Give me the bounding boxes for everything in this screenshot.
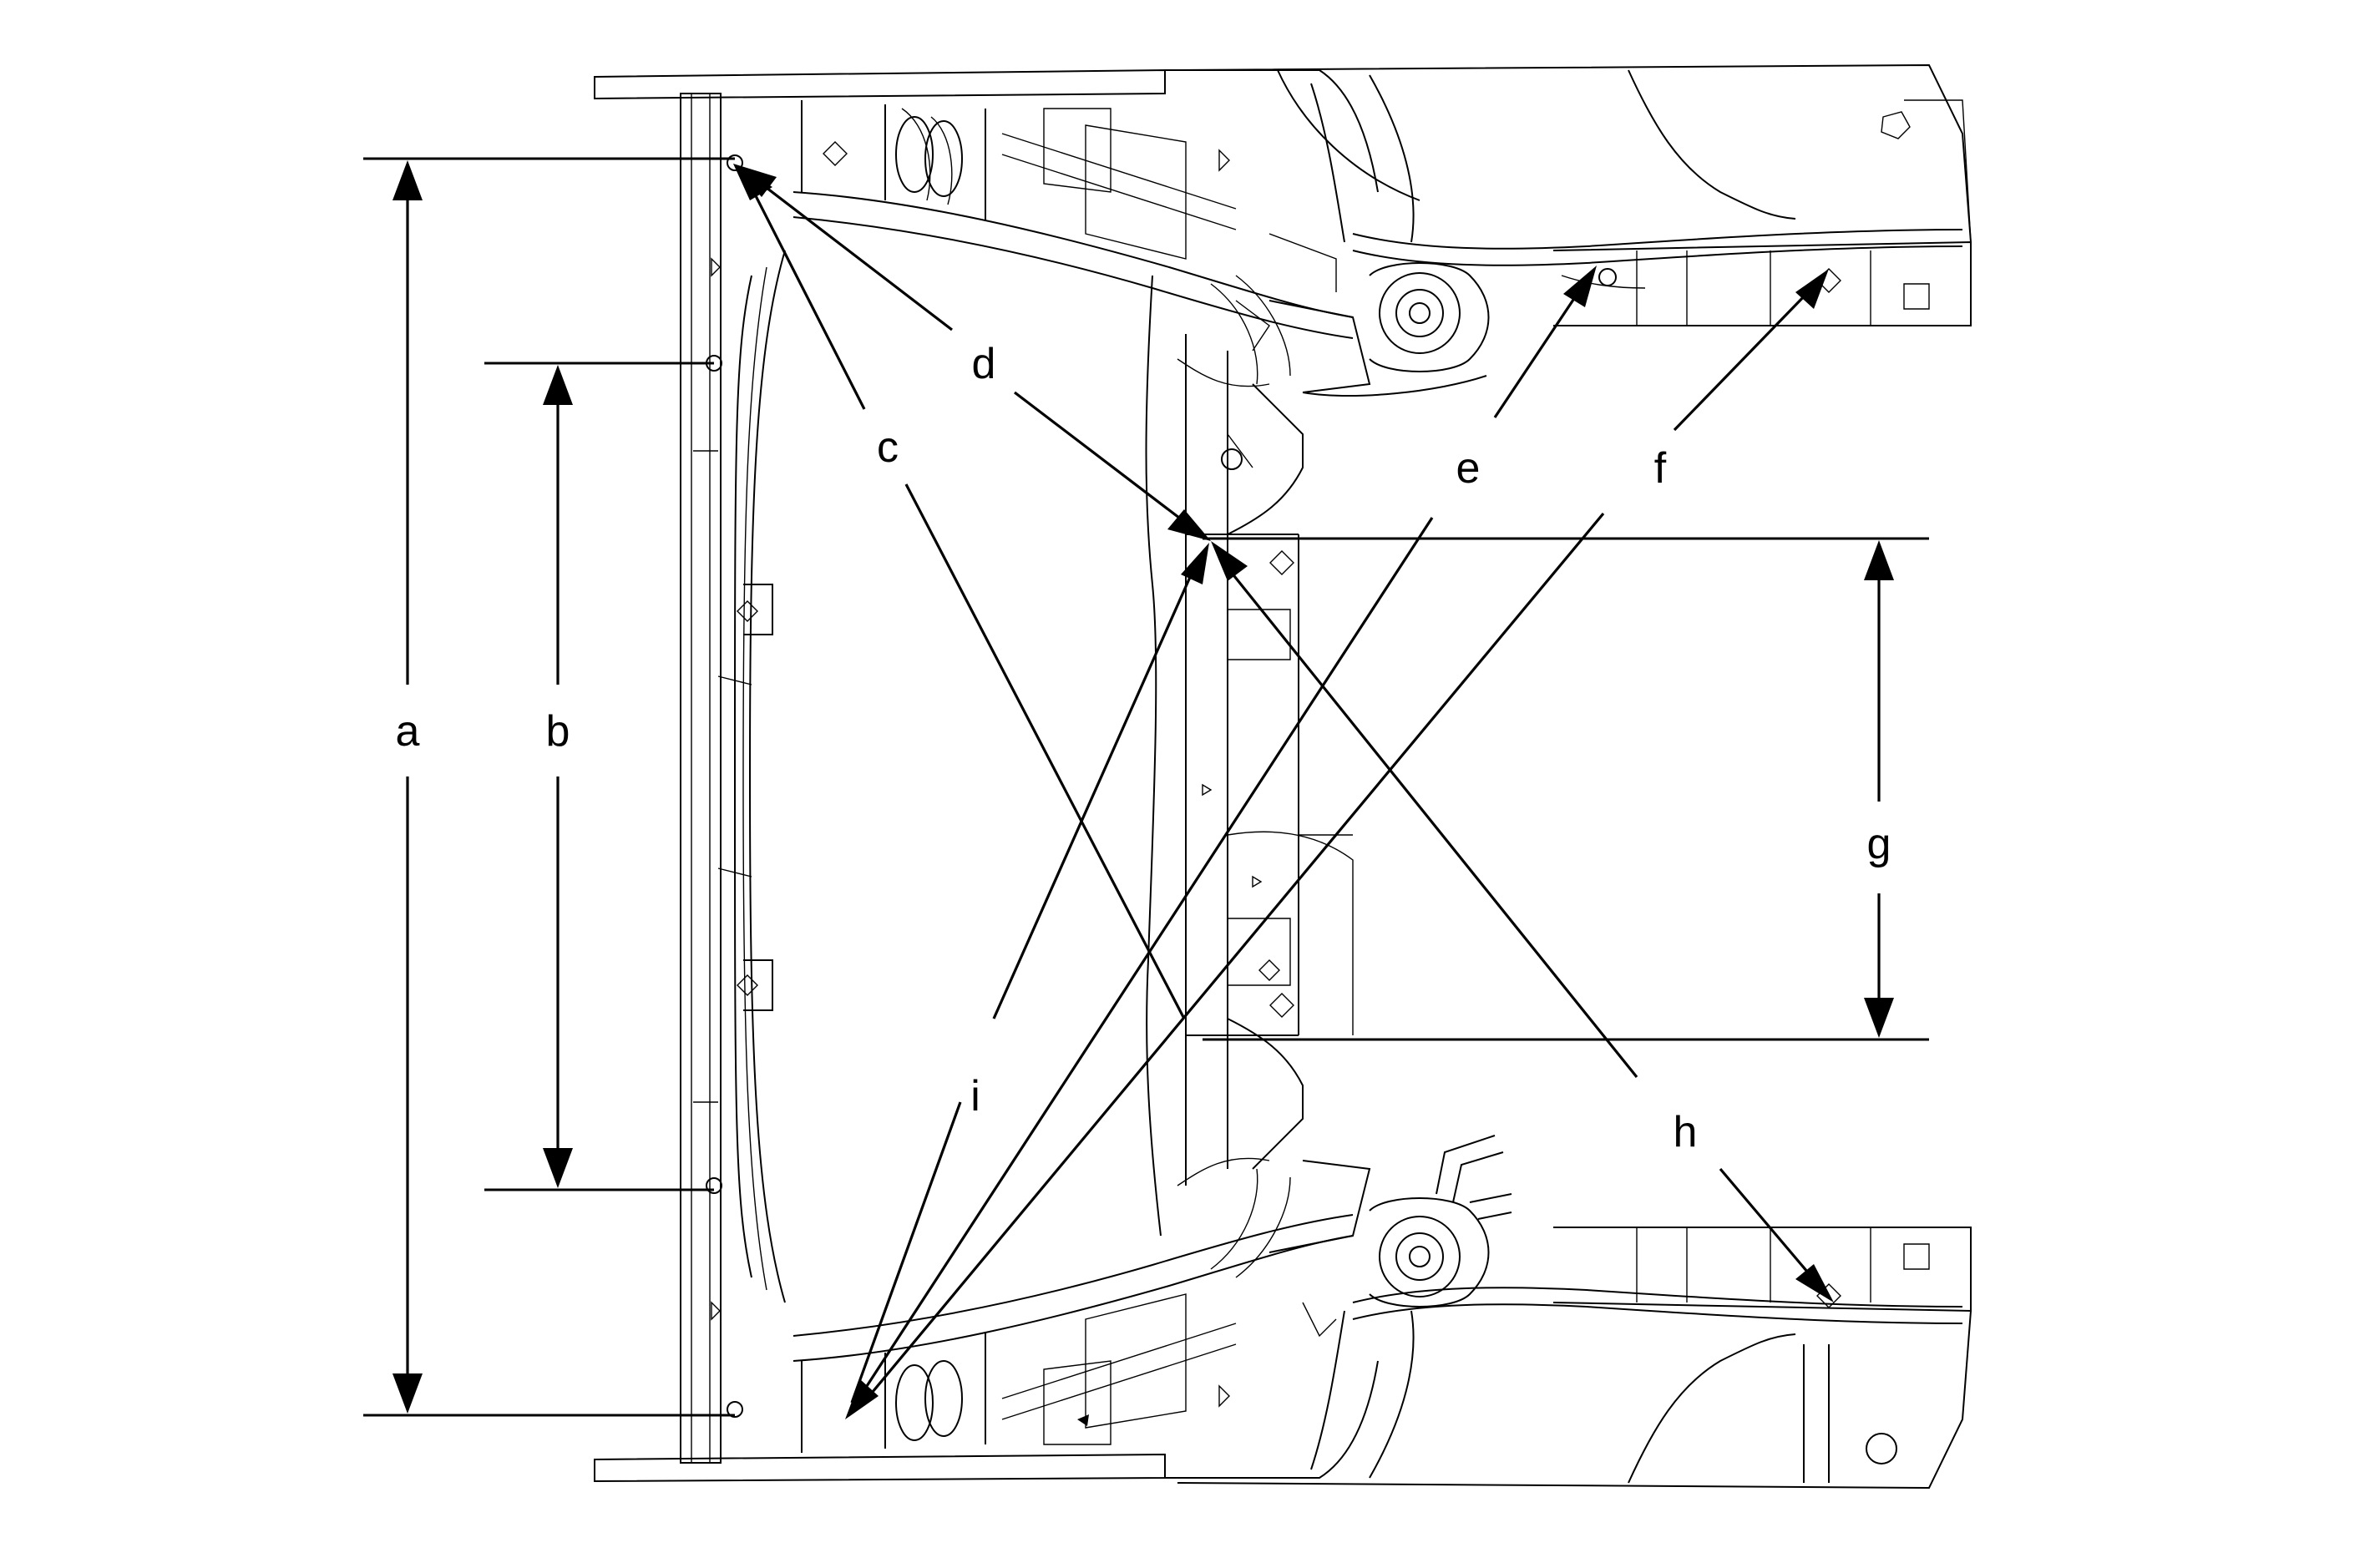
measurement-h-arrow-end xyxy=(1795,1264,1834,1303)
label-e: e xyxy=(1456,444,1481,493)
measurement-c-line-lower xyxy=(904,483,1186,1019)
measurement-h-arrow-start xyxy=(1211,541,1248,581)
measurement-i-line-lower xyxy=(850,1101,962,1404)
dimension-g-arrow-bottom xyxy=(1864,998,1894,1038)
measurement-f-line-upper xyxy=(1673,291,1810,432)
measurement-d-arrow-start xyxy=(733,164,777,197)
measurement-e-line-upper xyxy=(1493,291,1580,418)
lower-strut-tower xyxy=(1177,1018,1972,1490)
label-c: c xyxy=(877,423,899,472)
dimension-lines xyxy=(363,157,1929,1419)
dimension-b-arrow-bottom xyxy=(543,1148,573,1188)
dimension-a-arrow-bottom xyxy=(392,1373,423,1414)
label-f: f xyxy=(1654,444,1667,493)
measurement-e-arrow-end xyxy=(1563,266,1597,307)
measurement-d-line-upper xyxy=(755,178,953,331)
labels: a b c d e f g h i xyxy=(396,340,1891,1156)
measurement-h-line-lower xyxy=(1719,1167,1814,1279)
measurement-e-line-lower xyxy=(854,517,1434,1404)
measurement-f-arrow-end xyxy=(1795,269,1829,309)
measurement-h-line-upper xyxy=(1226,566,1638,1079)
front-crossmember xyxy=(594,68,1166,1483)
measurement-efi-arrow-start xyxy=(845,1379,879,1419)
label-a: a xyxy=(396,707,420,756)
measurement-c-line-upper xyxy=(746,179,866,410)
measurement-d-line-lower xyxy=(1014,391,1191,528)
measurement-i-arrow-end xyxy=(1181,543,1209,584)
dimension-b-arrow-top xyxy=(543,365,573,405)
measurement-d-arrow-end xyxy=(1167,509,1211,541)
radiator-support xyxy=(717,250,786,1303)
dimension-a-arrow-top xyxy=(392,160,423,200)
label-d: d xyxy=(972,340,996,388)
measurement-f-line-lower xyxy=(858,512,1605,1409)
center-member xyxy=(1145,275,1354,1237)
line-art xyxy=(594,63,1972,1490)
upper-strut-tower xyxy=(1177,63,1972,535)
lower-frame-rail xyxy=(792,1214,1379,1479)
label-b: b xyxy=(546,707,570,756)
measurement-i-line-upper xyxy=(992,567,1196,1019)
label-h: h xyxy=(1674,1108,1698,1156)
dimension-g-arrow-top xyxy=(1864,540,1894,580)
label-g: g xyxy=(1867,820,1891,868)
label-i: i xyxy=(970,1072,980,1120)
upper-frame-rail xyxy=(792,69,1379,339)
